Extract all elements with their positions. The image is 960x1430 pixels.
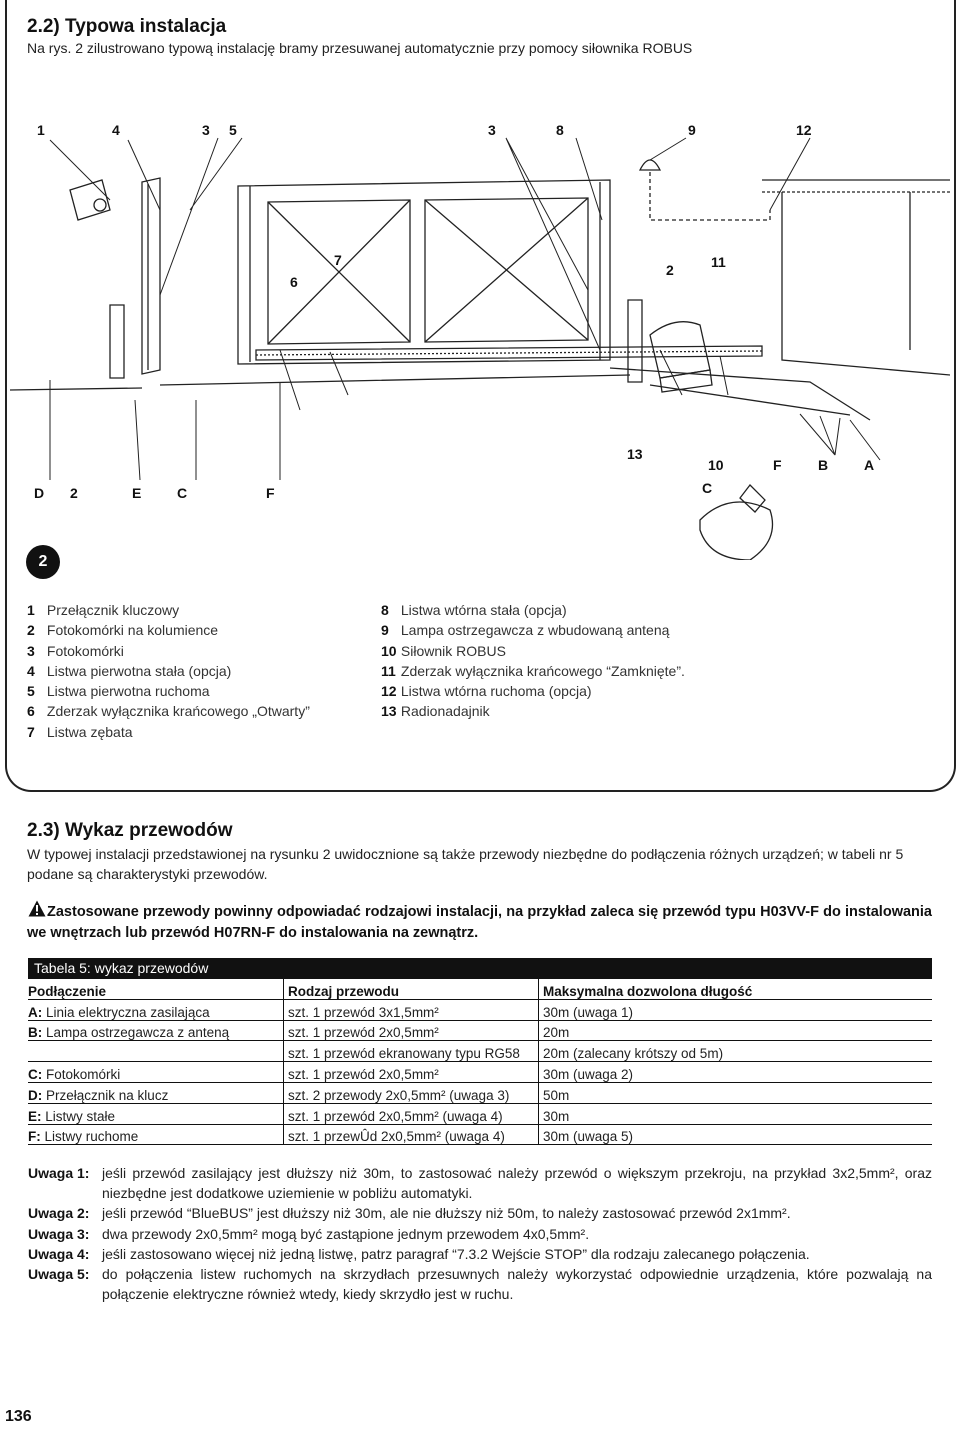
- table-cell-type: szt. 2 przewody 2x0,5mm² (uwaga 3): [283, 1082, 539, 1104]
- callout-11: 11: [711, 254, 726, 270]
- legend-right: 8 Listwa wtórna stała (opcja) 9 Lampa os…: [381, 600, 685, 722]
- table-cell-connection: E: Listwy stałe: [28, 1103, 284, 1125]
- table-cell-type: szt. 1 przewÛd 2x0,5mm² (uwaga 4): [283, 1124, 539, 1146]
- note-item: Uwaga 2:jeśli przewód “BlueBUS” jest dłu…: [28, 1205, 791, 1222]
- table-cell-connection: F: Listwy ruchome: [28, 1124, 284, 1146]
- callout-B: B: [818, 457, 829, 473]
- callout-4: 4: [112, 122, 120, 138]
- table-row: D: Przełącznik na klucz szt. 2 przewody …: [28, 1082, 932, 1104]
- callout-8: 8: [556, 122, 564, 138]
- callout-13: 13: [627, 446, 643, 462]
- table-title: Tabela 5: wykaz przewodów: [28, 958, 932, 979]
- table-row: F: Listwy ruchome szt. 1 przewÛd 2x0,5mm…: [28, 1124, 932, 1146]
- warning-icon: [28, 900, 46, 917]
- legend-item: 6 Zderzak wyłącznika krańcowego „Otwarty…: [27, 703, 310, 720]
- legend-item: 1 Przełącznik kluczowy: [27, 602, 180, 618]
- table-row: A: Linia elektryczna zasilająca szt. 1 p…: [28, 999, 932, 1021]
- table-cell-length: 30m (uwaga 5): [538, 1124, 932, 1146]
- table-cell-length: 50m: [538, 1082, 932, 1104]
- figure-frame: [5, 0, 956, 792]
- callout-12: 12: [796, 122, 812, 138]
- callout-F-left: F: [266, 485, 275, 501]
- legend-item: 5 Listwa pierwotna ruchoma: [27, 683, 210, 700]
- gate-installation-diagram: [10, 137, 950, 560]
- table-row: E: Listwy stałe szt. 1 przewód 2x0,5mm² …: [28, 1103, 932, 1125]
- callout-3-left: 3: [202, 122, 210, 138]
- note-item: Uwaga 4:jeśli zastosowano więcej niż jed…: [28, 1245, 810, 1262]
- callout-6: 6: [290, 274, 298, 290]
- legend-item: 11 Zderzak wyłącznika krańcowego “Zamkni…: [381, 662, 685, 679]
- table-header-row: Podłączenie Rodzaj przewodu Maksymalna d…: [28, 979, 932, 1000]
- table-cell-length: 30m (uwaga 2): [538, 1061, 932, 1083]
- table-header-cell: Rodzaj przewodu: [283, 979, 539, 1000]
- callout-2-right: 2: [666, 262, 674, 278]
- legend-item: 3 Fotokomórki: [27, 642, 124, 659]
- section-2-3-title: 2.3) Wykaz przewodów: [27, 820, 233, 841]
- legend-item: 8 Listwa wtórna stała (opcja): [381, 602, 567, 618]
- table-cell-connection: B: Lampa ostrzegawcza z anteną: [28, 1020, 284, 1042]
- table-header-cell: Podłączenie: [28, 979, 284, 1000]
- table-cell-length: 20m: [538, 1020, 932, 1042]
- note-item: Uwaga 1:jeśli przewód zasilający jest dł…: [28, 1165, 932, 1202]
- legend-item: 4 Listwa pierwotna stała (opcja): [27, 662, 232, 679]
- note-item: Uwaga 3:dwa przewody 2x0,5mm² mogą być z…: [28, 1225, 590, 1242]
- cables-table: Tabela 5: wykaz przewodów Podłączenie Ro…: [28, 958, 932, 1146]
- table-row: szt. 1 przewód ekranowany typu RG58 20m …: [28, 1040, 932, 1063]
- table-cell-connection: [28, 1040, 284, 1063]
- warning-text: Zastosowane przewody powinny odpowiadać …: [27, 904, 932, 941]
- legend-item: 12 Listwa wtórna ruchoma (opcja): [381, 683, 592, 700]
- callout-F-right: F: [773, 457, 782, 473]
- table-grid: Podłączenie Rodzaj przewodu Maksymalna d…: [28, 979, 932, 1146]
- callout-3-right: 3: [488, 122, 496, 138]
- callout-E: E: [132, 485, 142, 501]
- callout-7: 7: [334, 252, 342, 268]
- callout-9: 9: [688, 122, 696, 138]
- note-item: Uwaga 5:do połączenia listew ruchomych n…: [28, 1266, 932, 1303]
- callout-1: 1: [37, 122, 45, 138]
- callout-2-left: 2: [70, 485, 78, 501]
- callout-5: 5: [229, 122, 237, 138]
- table-cell-length: 20m (zalecany krótszy od 5m): [538, 1040, 932, 1063]
- callout-D: D: [34, 485, 45, 501]
- legend-item: 9 Lampa ostrzegawcza z wbudowaną anteną: [381, 622, 670, 639]
- legend-item: 10 Siłownik ROBUS: [381, 642, 506, 659]
- callout-10: 10: [708, 457, 724, 473]
- table-cell-connection: A: Linia elektryczna zasilająca: [28, 999, 284, 1021]
- table-row: B: Lampa ostrzegawcza z anteną szt. 1 pr…: [28, 1020, 932, 1042]
- figure-number-badge: 2: [26, 545, 60, 579]
- legend-item: 2 Fotokomórki na kolumience: [27, 622, 219, 639]
- legend-left: 1 Przełącznik kluczowy 2 Fotokomórki na …: [27, 600, 310, 742]
- legend-item: 13 Radionadajnik: [381, 703, 490, 720]
- section-2-3-paragraph: W typowej instalacji przedstawionej na r…: [27, 846, 904, 882]
- legend-item: 7 Listwa zębata: [27, 723, 133, 740]
- table-cell-type: szt. 1 przewód 3x1,5mm²: [283, 999, 539, 1021]
- table-cell-type: szt. 1 przewód 2x0,5mm² (uwaga 4): [283, 1103, 539, 1125]
- table-cell-length: 30m (uwaga 1): [538, 999, 932, 1021]
- table-cell-connection: D: Przełącznik na klucz: [28, 1082, 284, 1104]
- callout-C-left: C: [177, 485, 188, 501]
- section-2-2-intro: Na rys. 2 zilustrowano typową instalację…: [27, 40, 693, 56]
- notes-block: Uwaga 1:jeśli przewód zasilający jest dł…: [28, 1163, 932, 1304]
- table-cell-type: szt. 1 przewód ekranowany typu RG58: [283, 1040, 539, 1063]
- section-2-2-title: 2.2) Typowa instalacja: [27, 16, 227, 37]
- table-cell-connection: C: Fotokomórki: [28, 1061, 284, 1083]
- callout-C-right: C: [702, 480, 713, 496]
- table-row: C: Fotokomórki szt. 1 przewód 2x0,5mm² 3…: [28, 1061, 932, 1083]
- page-number: 136: [5, 1408, 32, 1425]
- table-cell-type: szt. 1 przewód 2x0,5mm²: [283, 1020, 539, 1042]
- table-header-cell: Maksymalna dozwolona długość: [538, 979, 932, 1000]
- callout-A: A: [864, 457, 875, 473]
- table-cell-length: 30m: [538, 1103, 932, 1125]
- table-cell-type: szt. 1 przewód 2x0,5mm²: [283, 1061, 539, 1083]
